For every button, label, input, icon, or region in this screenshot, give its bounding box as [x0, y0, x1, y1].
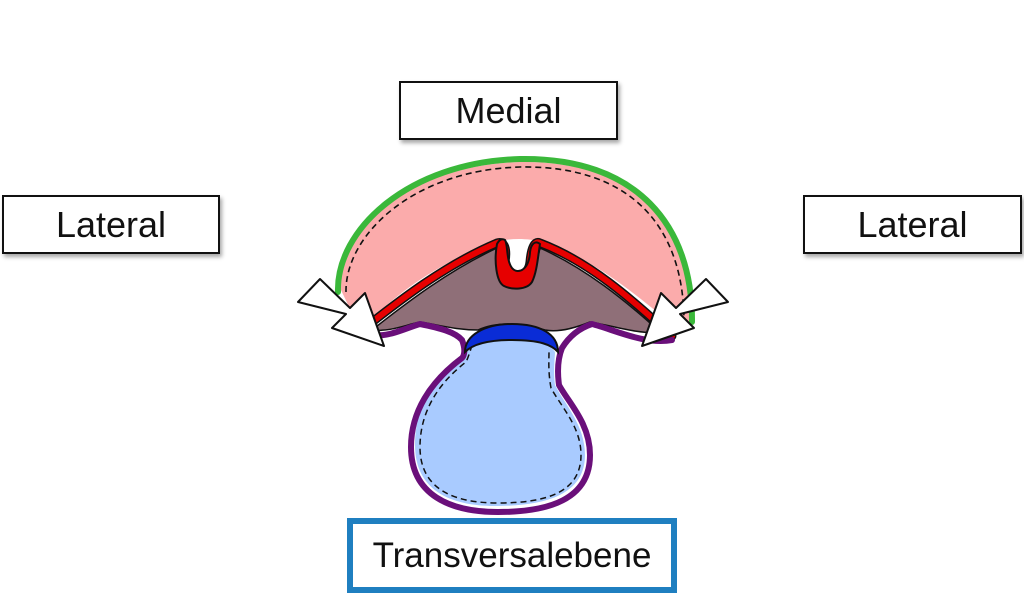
yolk-sac-wall — [359, 321, 675, 515]
medial-label: Medial — [399, 81, 618, 140]
amniotic-cavity — [340, 161, 690, 330]
yolk-sac — [415, 336, 585, 506]
neural-groove — [494, 238, 542, 290]
amnion-outline — [334, 155, 696, 325]
amnion-inner-dashed — [345, 166, 685, 323]
transverse-plane-label: Transversalebene — [347, 518, 677, 593]
lateral-label-left: Lateral — [2, 195, 220, 254]
notochord — [463, 322, 560, 355]
yolk-sac-inner-dashed — [419, 344, 582, 504]
left-arrow — [297, 278, 385, 347]
right-arrow — [641, 278, 729, 347]
lateral-label-right: Lateral — [803, 195, 1022, 254]
